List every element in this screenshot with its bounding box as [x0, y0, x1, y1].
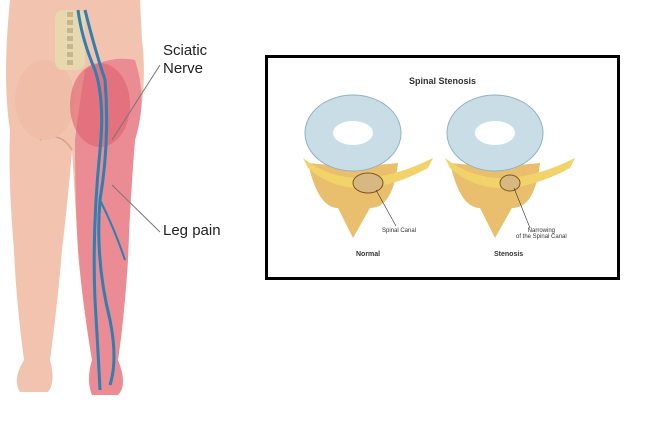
- leg-pain-label: Leg pain: [163, 222, 221, 239]
- vertebra-illustrations: [303, 94, 575, 238]
- narrowing-annotation: Narrowing of the Spinal Canal: [516, 228, 567, 240]
- leg-pain-pointer-line: [111, 184, 161, 233]
- sciatic-nerve-label-line2: Nerve: [163, 60, 204, 77]
- normal-caption: Normal: [356, 251, 381, 258]
- normal-vertebra: [303, 94, 433, 238]
- stenosis-vertebra: [445, 94, 575, 238]
- leg-anatomy-illustration: [6, 0, 161, 395]
- narrowing-annotation-line1: Narrowing: [527, 228, 556, 234]
- sciatic-nerve-label: Sciatic Nerve: [163, 42, 207, 78]
- spinal-stenosis-inset: Spinal Stenosis Spinal Canal Narrowing o…: [265, 55, 620, 280]
- sciatic-nerve-label-line1: Sciatic: [163, 42, 208, 59]
- spinal-canal-annotation: Spinal Canal: [382, 228, 417, 234]
- sciatic-pointer-line: [111, 64, 161, 141]
- sciatic-nerve: [76, 9, 126, 391]
- spine-bones: [55, 10, 85, 70]
- stenosis-caption: Stenosis: [494, 251, 524, 258]
- inset-title: Spinal Stenosis: [408, 76, 477, 86]
- narrowing-annotation-line2: of the Spinal Canal: [516, 234, 567, 240]
